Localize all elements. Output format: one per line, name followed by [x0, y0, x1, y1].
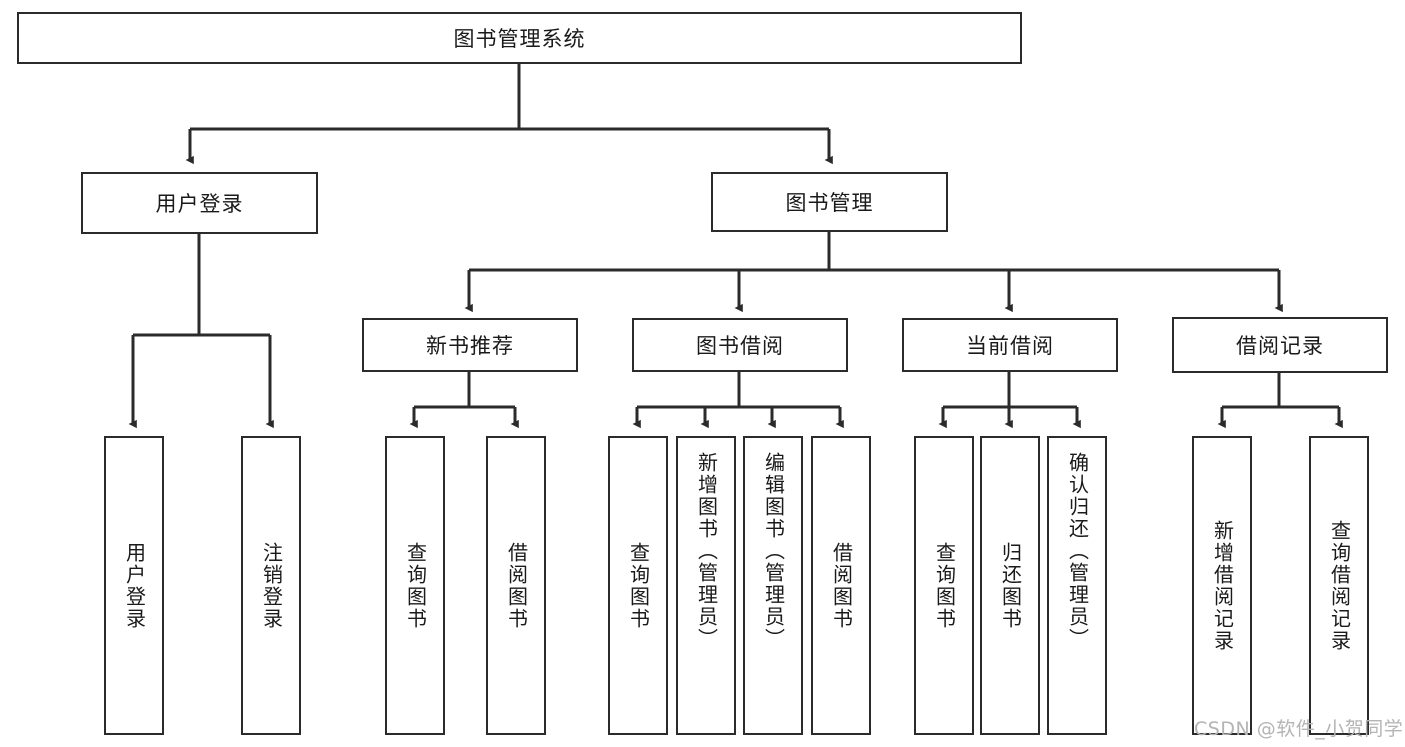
leaf-query-book-a[interactable]: 查询图书	[385, 436, 445, 735]
leaf-logout[interactable]: 注销登录	[241, 436, 301, 735]
leaf-query-book-c-label: 查询图书	[932, 541, 957, 630]
node-root-label: 图书管理系统	[453, 27, 586, 51]
node-current-borrow[interactable]: 当前借阅	[902, 318, 1118, 372]
leaf-query-book-b[interactable]: 查询图书	[608, 436, 668, 735]
leaf-query-book-b-label: 查询图书	[626, 541, 651, 630]
leaf-add-book-label: 新增图书（管理员）	[694, 452, 719, 650]
csdn-watermark: CSDN @软件_小贺同学	[1194, 714, 1403, 741]
leaf-borrow-book-a[interactable]: 借阅图书	[486, 436, 546, 735]
leaf-borrow-book-b[interactable]: 借阅图书	[811, 436, 871, 735]
node-new-book-recommend-label: 新书推荐	[426, 334, 514, 358]
leaf-user-login[interactable]: 用户登录	[104, 436, 164, 735]
node-user-login-label: 用户登录	[155, 192, 244, 216]
leaf-logout-label: 注销登录	[259, 541, 284, 630]
leaf-add-record-label: 新增借阅记录	[1210, 519, 1235, 652]
leaf-edit-book-label: 编辑图书（管理员）	[761, 452, 786, 650]
leaf-borrow-book-b-label: 借阅图书	[829, 541, 854, 630]
node-borrow-record-label: 借阅记录	[1236, 334, 1324, 358]
node-current-borrow-label: 当前借阅	[966, 334, 1054, 358]
leaf-query-record[interactable]: 查询借阅记录	[1309, 436, 1369, 735]
leaf-add-record[interactable]: 新增借阅记录	[1192, 436, 1252, 735]
node-book-borrow[interactable]: 图书借阅	[632, 318, 848, 372]
leaf-query-book-a-label: 查询图书	[403, 541, 428, 630]
csdn-watermark-text: CSDN @软件_小贺同学	[1194, 718, 1404, 740]
leaf-borrow-book-a-label: 借阅图书	[504, 541, 529, 630]
leaf-confirm-return[interactable]: 确认归还（管理员）	[1047, 436, 1107, 735]
node-user-login[interactable]: 用户登录	[81, 172, 318, 234]
leaf-query-book-c[interactable]: 查询图书	[914, 436, 974, 735]
leaf-user-login-label: 用户登录	[122, 541, 147, 630]
leaf-edit-book[interactable]: 编辑图书（管理员）	[743, 436, 803, 735]
node-new-book-recommend[interactable]: 新书推荐	[362, 318, 578, 372]
node-book-borrow-label: 图书借阅	[696, 334, 784, 358]
leaf-query-record-label: 查询借阅记录	[1327, 519, 1352, 652]
node-borrow-record[interactable]: 借阅记录	[1172, 317, 1388, 373]
node-book-manage-label: 图书管理	[785, 191, 874, 215]
leaf-add-book[interactable]: 新增图书（管理员）	[676, 436, 736, 735]
leaf-return-book[interactable]: 归还图书	[980, 436, 1040, 735]
leaf-return-book-label: 归还图书	[998, 541, 1023, 630]
leaf-confirm-return-label: 确认归还（管理员）	[1065, 452, 1090, 650]
node-book-manage[interactable]: 图书管理	[711, 172, 948, 232]
node-root[interactable]: 图书管理系统	[17, 12, 1022, 64]
